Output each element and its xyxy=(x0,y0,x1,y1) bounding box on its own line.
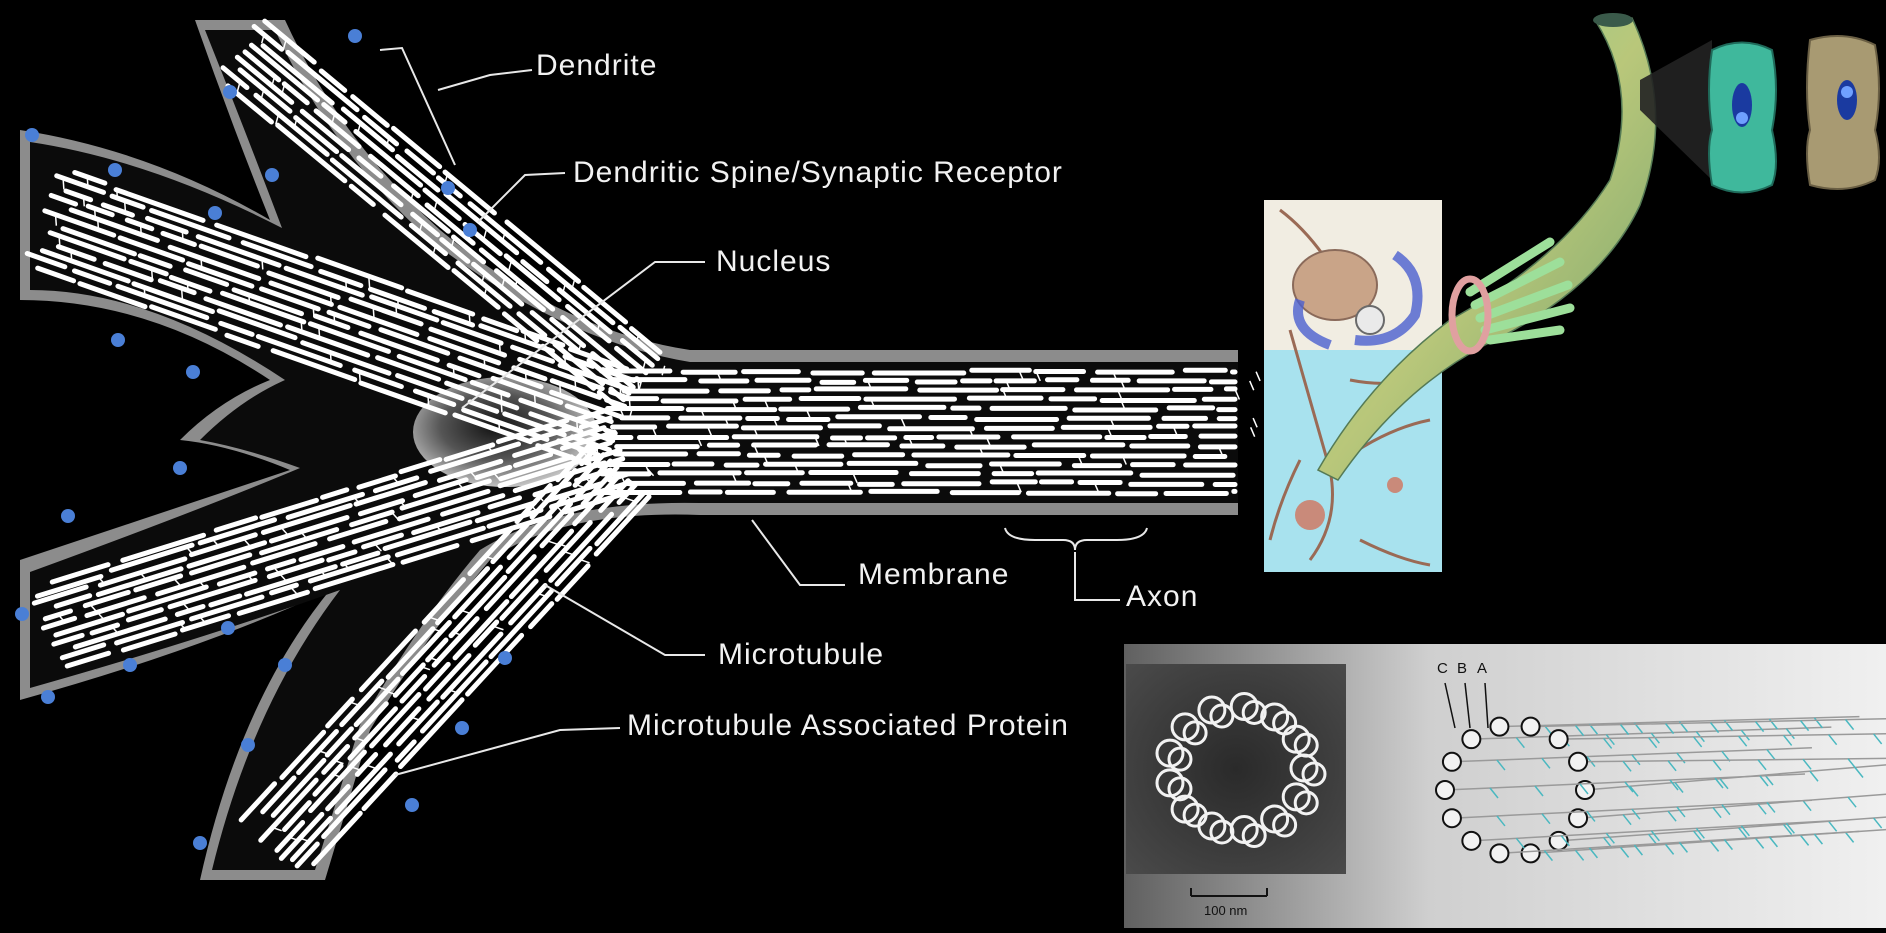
tubule-label-a: A xyxy=(1477,660,1487,677)
protofilament-end xyxy=(1436,781,1454,799)
microtubule-label: Microtubule xyxy=(718,640,884,670)
protofilament-end xyxy=(1550,730,1568,748)
receptor-dot xyxy=(498,651,512,665)
cell-body-small xyxy=(1295,500,1325,530)
receptor-dot xyxy=(15,607,29,621)
tubule-label-b: B xyxy=(1457,660,1467,677)
receptor-dot xyxy=(193,836,207,850)
receptor-dot xyxy=(241,738,255,752)
receptor-dot xyxy=(223,85,237,99)
protofilament-end xyxy=(1443,809,1461,827)
membrane-label: Membrane xyxy=(858,560,1009,590)
receptor-dot xyxy=(278,658,292,672)
receptor-dot xyxy=(265,168,279,182)
map-crosslink xyxy=(125,201,126,211)
receptor-dot xyxy=(173,461,187,475)
scale-bar-label: 100 nm xyxy=(1204,903,1247,918)
protofilament-end xyxy=(1490,844,1508,862)
map-crosslink xyxy=(369,278,370,288)
map-crosslink xyxy=(1251,427,1255,436)
axon-label: Axon xyxy=(1126,582,1198,612)
axon-bracket xyxy=(1005,528,1147,550)
nucleus-label: Nucleus xyxy=(716,247,831,277)
neuron-membrane xyxy=(20,20,1238,880)
axon-tube-end xyxy=(1593,13,1633,27)
receptor-dot xyxy=(25,128,39,142)
receptor-head xyxy=(1356,306,1384,334)
map-crosslink xyxy=(1250,381,1254,390)
map-crosslink xyxy=(359,372,360,382)
receptor-dot xyxy=(455,721,469,735)
membrane-leader xyxy=(752,520,845,585)
dendrite-label: Dendrite xyxy=(536,51,657,81)
receptor-dot xyxy=(111,333,125,347)
receptor-dot xyxy=(463,223,477,237)
map-crosslink xyxy=(1256,372,1260,381)
receptor-dot xyxy=(441,181,455,195)
map-crosslink xyxy=(182,289,183,299)
dendritic-spine-label: Dendritic Spine/Synaptic Receptor xyxy=(573,158,1063,188)
tubule-label-c: C xyxy=(1437,660,1448,677)
receptor-dot xyxy=(108,163,122,177)
microtubule-leader xyxy=(545,585,705,655)
receptor-dot xyxy=(405,798,419,812)
receptor-dot xyxy=(61,509,75,523)
protofilament-end xyxy=(1569,753,1587,771)
map-crosslink xyxy=(580,560,589,563)
protofilament-end xyxy=(1443,753,1461,771)
spine-leader xyxy=(478,173,565,222)
receptor-dot xyxy=(41,690,55,704)
receptor-dot xyxy=(186,365,200,379)
protofilament-end xyxy=(1462,730,1480,748)
receptor-dot xyxy=(348,29,362,43)
map-crosslink xyxy=(63,179,64,189)
map-crosslink xyxy=(262,259,263,269)
dendrite-leader-top xyxy=(438,70,532,90)
neuron-illustration xyxy=(1264,13,1879,572)
map-crosslink xyxy=(1253,418,1257,427)
map-crosslink xyxy=(56,216,57,226)
protofilament-end xyxy=(1462,832,1480,850)
protofilament-end xyxy=(1522,718,1540,736)
microtubule-associated-protein-label: Microtubule Associated Protein xyxy=(627,711,1069,741)
map-crosslink xyxy=(548,541,557,544)
receptor-dot xyxy=(123,658,137,672)
axon-leader xyxy=(1075,552,1120,600)
receptor-dot xyxy=(221,621,235,635)
receptor-dot xyxy=(208,206,222,220)
map-crosslink xyxy=(501,402,502,412)
map-crosslink xyxy=(84,196,85,206)
microtubule-structure-panel xyxy=(1124,644,1886,928)
map-crosslink xyxy=(494,627,503,630)
microtubule-segment xyxy=(613,459,623,462)
protofilament-end xyxy=(1490,718,1508,736)
